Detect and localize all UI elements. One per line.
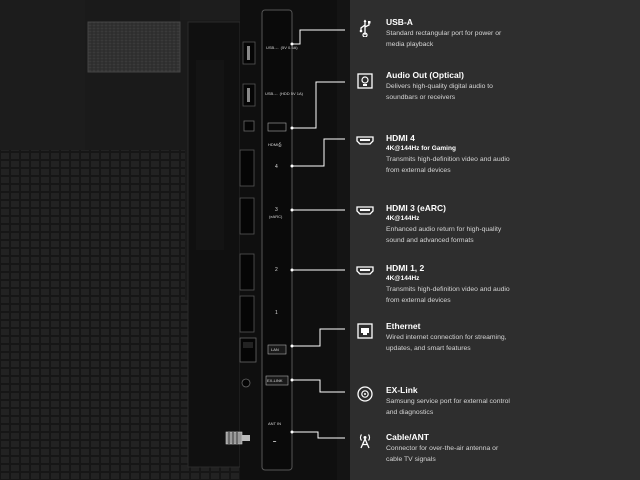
optical-label [267,122,287,132]
ant-small-label: ⎓ [273,439,277,444]
optical-icon [356,72,374,90]
legend-hdmi12-title: HDMI 1, 2 [386,263,425,273]
ant-label: ANT IN [268,421,281,426]
legend-optical-title: Audio Out (Optical) [386,70,464,80]
legend-hdmi4-title: HDMI 4 [386,133,415,143]
legend-hdmi12-desc: Transmits high-definition video and audi… [386,286,510,304]
legend-exlink-title: EX-Link [386,385,418,395]
exlink-port[interactable] [241,378,251,388]
usb-port-1-label: USB-← (5V 0.5A) [266,45,298,50]
vent-grille-left [0,150,185,480]
legend-cable-title: Cable/ANT [386,432,429,442]
hdmi-port-2[interactable] [239,253,255,291]
hdmi-port-2-label: 2 [275,267,278,273]
port-legend-panel: USB-A Standard rectangular port for powe… [350,0,640,480]
earc-label: (eARC) [269,214,283,219]
tv-body-upper [0,0,85,150]
legend-hdmi3-sub: 4K@144Hz [386,215,420,222]
legend-hdmi4-desc: Transmits high-definition video and audi… [386,156,510,174]
legend-hdmi3-desc: Enhanced audio return for high-quality s… [386,226,502,244]
hdmi-port-1-label: 1 [275,310,278,316]
ethernet-port[interactable] [239,337,257,363]
legend-hdmi4-sub: 4K@144Hz for Gaming [386,145,456,152]
hdmi-port-4[interactable] [239,149,255,187]
legend-ethernet-desc: Wired internet connection for streaming,… [386,334,507,352]
legend-hdmi12-sub: 4K@144Hz [386,275,420,282]
legend-usb-desc: Standard rectangular port for power or m… [386,30,502,48]
label-sticker [88,22,180,72]
hdmi-port-1[interactable] [239,295,255,333]
legend-cable-desc: Connector for over-the-air antenna or ca… [386,445,499,463]
leader-dots [290,42,294,434]
legend-usb-title: USB-A [386,17,413,27]
optical-port[interactable] [243,120,255,132]
usb-icon [356,19,374,37]
hdmi-port-4-label: 4 [275,164,278,170]
legend-optical-desc: Delivers high-quality digital audio to s… [386,83,493,101]
tv-rear-panel: USB-← (5V 0.5A) USB-← (HDD 5V 1A) HDMI⎙ … [0,0,345,480]
hdmi-port-3[interactable] [239,197,255,235]
exlink-label: EX-LINK [267,378,283,383]
hdmi-header-label: HDMI⎙ [268,142,282,147]
exlink-icon [356,385,374,403]
coax-connector[interactable] [225,431,250,445]
hdmi-icon [356,131,374,149]
legend-exlink-desc: Samsung service port for external contro… [386,398,510,416]
lan-label: LAN [271,347,279,352]
tv-rear-illustration: USB-← (5V 0.5A) USB-← (HDD 5V 1A) HDMI⎙ … [0,0,345,480]
hdmi-port-3-label: 3 [275,207,278,213]
ethernet-icon [356,322,374,340]
usb-port-2-label: USB-← (HDD 5V 1A) [265,91,304,96]
legend-hdmi3-title: HDMI 3 (eARC) [386,203,446,213]
antenna-icon [356,431,374,449]
hdmi-icon [356,201,374,219]
legend-ethernet-title: Ethernet [386,321,421,331]
leader-lines [292,29,345,439]
hdmi-icon [356,261,374,279]
